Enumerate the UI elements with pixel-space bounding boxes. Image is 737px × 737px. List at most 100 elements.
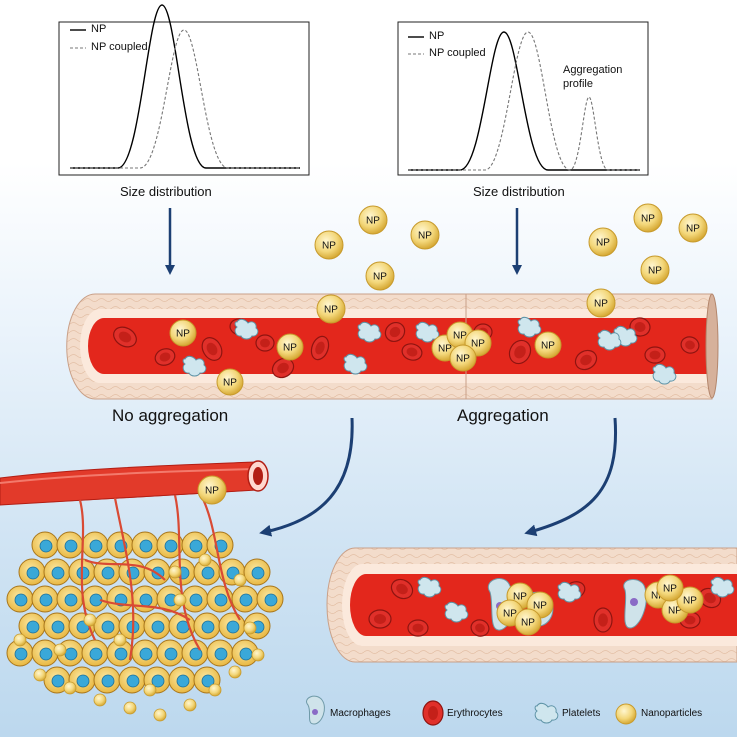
erythrocyte bbox=[154, 348, 176, 366]
nanoparticle: NP bbox=[410, 220, 440, 250]
legend-platelets: Platelets bbox=[562, 708, 601, 719]
platelet bbox=[517, 316, 542, 338]
legend-np-right: NP bbox=[429, 30, 445, 42]
tumor-cell bbox=[106, 531, 134, 559]
nanoparticle: NP bbox=[365, 261, 395, 291]
platelet bbox=[444, 601, 469, 623]
tumor-cell bbox=[168, 612, 196, 640]
erythrocyte bbox=[593, 607, 613, 633]
nanoparticle: NP bbox=[640, 255, 670, 285]
platelet bbox=[357, 321, 382, 343]
tumor-cell bbox=[118, 558, 146, 586]
erythrocyte bbox=[384, 321, 406, 343]
nanoparticle-label: NP bbox=[176, 329, 190, 340]
arrow-to-small-vessel bbox=[524, 417, 618, 537]
legend-np-coupled-right: NP coupled bbox=[429, 47, 486, 59]
nanoparticle: NP bbox=[588, 227, 618, 257]
tumor-cell bbox=[93, 558, 121, 586]
tumor-cell bbox=[56, 585, 84, 613]
nanoparticle-label: NP bbox=[668, 606, 682, 617]
tumor-cell bbox=[81, 531, 109, 559]
erythrocyte-icon bbox=[422, 700, 444, 726]
nanoparticle-label: NP bbox=[503, 609, 517, 620]
tumor-cell bbox=[93, 666, 121, 694]
tumor-cell bbox=[81, 639, 109, 667]
nanoparticle-label: NP bbox=[513, 592, 527, 603]
tumor-cell bbox=[181, 585, 209, 613]
nanoparticle-label: NP bbox=[438, 344, 452, 355]
nanoparticle-label: NP bbox=[541, 341, 555, 352]
nanoparticle-label: NP bbox=[471, 339, 485, 350]
nanoparticle-label: NP bbox=[418, 231, 432, 242]
size-distribution-caption-right: Size distribution bbox=[473, 184, 565, 199]
erythrocyte bbox=[407, 619, 429, 637]
nanoparticle-small bbox=[53, 643, 67, 657]
tumor-cell bbox=[18, 612, 46, 640]
no-aggregation-label: No aggregation bbox=[112, 406, 229, 425]
nanoparticles: NPNPNPNPNPNPNPNPNPNPNPNPNPNPNPNPNPNPNPNP… bbox=[169, 203, 708, 636]
nanoparticle-small bbox=[243, 621, 257, 635]
nanoparticle-label: NP bbox=[521, 618, 535, 629]
platelet bbox=[343, 353, 368, 375]
nanoparticle: NP bbox=[216, 368, 244, 396]
nanoparticle: NP bbox=[358, 205, 388, 235]
legend-macrophages: Macrophages bbox=[330, 708, 391, 719]
tumor-cell bbox=[43, 612, 71, 640]
nanoparticle-label: NP bbox=[683, 596, 697, 607]
tumor-cell bbox=[6, 585, 34, 613]
aggregation-profile-line2: profile bbox=[563, 78, 593, 90]
nanoparticle-small bbox=[143, 683, 157, 697]
nanoparticle-label: NP bbox=[641, 214, 655, 225]
size-distribution-plot-right bbox=[397, 21, 649, 176]
tumor-cell bbox=[118, 666, 146, 694]
tumor-cell bbox=[181, 639, 209, 667]
nanoparticle-small bbox=[251, 648, 265, 662]
erythrocyte bbox=[368, 609, 392, 629]
nanoparticle-label: NP bbox=[366, 216, 380, 227]
nanoparticle: NP bbox=[314, 230, 344, 260]
nanoparticle-label: NP bbox=[205, 486, 219, 497]
nanoparticle: NP bbox=[534, 331, 562, 359]
platelets-small-vessel bbox=[417, 576, 735, 623]
tumor-cell bbox=[18, 558, 46, 586]
size-distribution-caption-left: Size distribution bbox=[120, 184, 212, 199]
tumor-cell bbox=[243, 558, 271, 586]
tumor-cell bbox=[81, 585, 109, 613]
nanoparticle-small bbox=[13, 633, 27, 647]
nanoparticle: NP bbox=[449, 344, 477, 372]
erythrocyte bbox=[470, 619, 490, 637]
nanoparticle-label: NP bbox=[594, 299, 608, 310]
tumor-cell bbox=[56, 531, 84, 559]
erythrocyte bbox=[644, 346, 666, 364]
tumor-cell bbox=[206, 639, 234, 667]
nanoparticle-small bbox=[113, 633, 127, 647]
erythrocyte bbox=[310, 335, 330, 361]
tumor-cell bbox=[43, 558, 71, 586]
legend-np-coupled-left: NP coupled bbox=[91, 41, 148, 53]
tumor-cell bbox=[106, 585, 134, 613]
nanoparticle-small bbox=[63, 681, 77, 695]
erythrocyte bbox=[508, 339, 532, 365]
platelets-main-vessel bbox=[182, 316, 677, 385]
nanoparticle: NP bbox=[169, 319, 197, 347]
tumor-cell bbox=[231, 585, 259, 613]
platelet bbox=[415, 321, 440, 343]
platelet bbox=[234, 318, 259, 340]
tumor-cell bbox=[156, 531, 184, 559]
nanoparticle-small bbox=[153, 708, 167, 722]
legend-erythrocytes: Erythrocytes bbox=[447, 708, 503, 719]
tumor-tissue bbox=[0, 460, 284, 722]
size-distribution-plot-left bbox=[58, 4, 310, 176]
tumor-cell bbox=[168, 666, 196, 694]
nanoparticle-label: NP bbox=[533, 601, 547, 612]
legend-nanoparticles: Nanoparticles bbox=[641, 708, 703, 719]
nanoparticle-small bbox=[123, 701, 137, 715]
erythrocyte bbox=[255, 334, 275, 352]
platelet bbox=[597, 329, 622, 351]
nanoparticle-small bbox=[233, 573, 247, 587]
erythrocyte bbox=[113, 326, 137, 348]
tumor-cell bbox=[193, 612, 221, 640]
nanoparticle-label: NP bbox=[324, 305, 338, 316]
nanoparticle: NP bbox=[633, 203, 663, 233]
macrophage-icon bbox=[306, 695, 325, 725]
